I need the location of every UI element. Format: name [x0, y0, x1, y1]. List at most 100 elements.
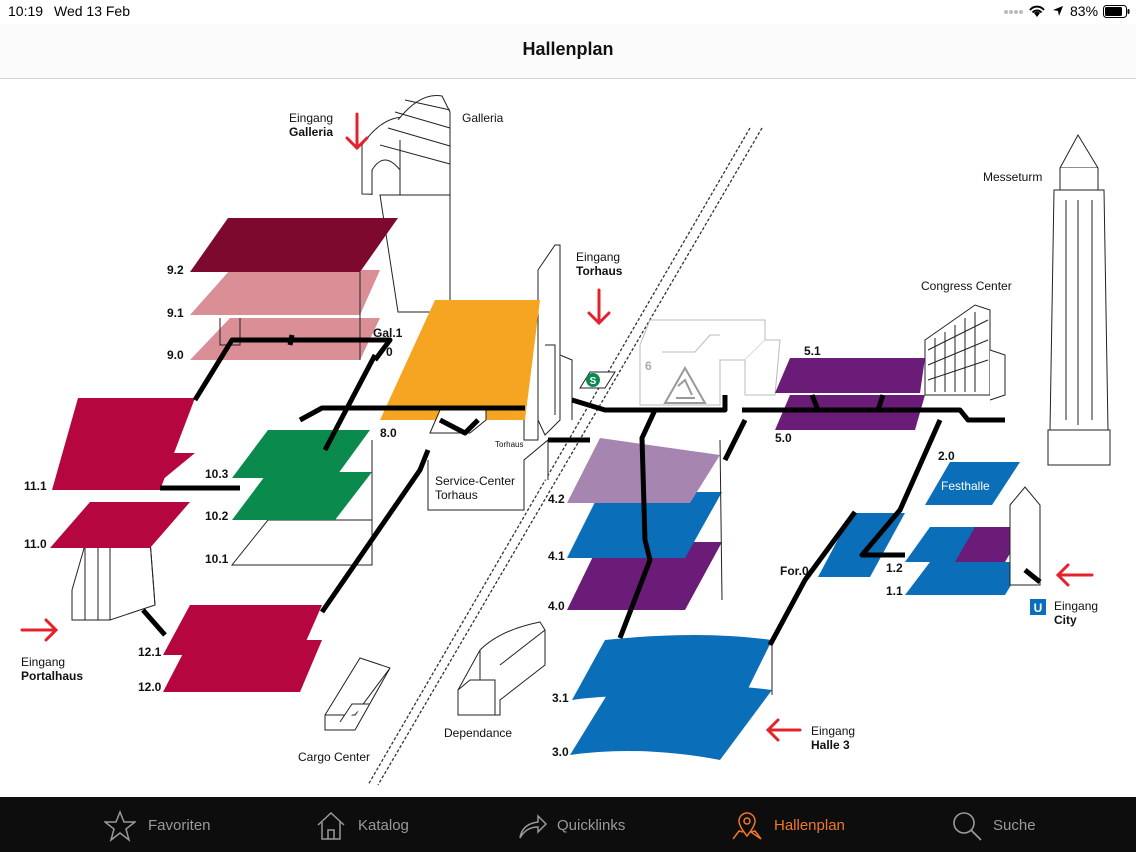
arrow-right-icon	[20, 618, 59, 642]
tab-label: Hallenplan	[774, 817, 845, 834]
label-9-0: 9.0	[167, 348, 184, 362]
label-gal-1: Gal.1	[373, 326, 403, 340]
label-festhalle: Festhalle	[941, 479, 990, 493]
messeturm-building[interactable]	[1047, 133, 1111, 466]
label-2-0: 2.0	[938, 449, 955, 463]
sbahn-icon: S	[590, 376, 597, 387]
arrow-down-icon	[587, 288, 611, 326]
navigation-bar: Hallenplan	[0, 24, 1136, 79]
arrow-left-icon	[1055, 563, 1094, 587]
label-cargo-center: Cargo Center	[298, 750, 370, 764]
signal-dots-icon	[1004, 10, 1023, 14]
label-4-2: 4.2	[548, 492, 565, 506]
map-pin-icon	[732, 812, 762, 840]
ubahn-station[interactable]: U	[1030, 599, 1046, 615]
hall-5[interactable]	[775, 358, 925, 430]
location-arrow-icon	[1053, 6, 1063, 16]
cargo-center-building[interactable]	[324, 657, 391, 731]
label-galleria: Galleria	[462, 111, 504, 125]
label-8-0: 8.0	[380, 426, 397, 440]
label-3-1: 3.1	[552, 691, 569, 705]
construction-icon	[663, 365, 707, 404]
status-date: Wed 13 Feb	[54, 3, 131, 19]
label-12-1: 12.1	[138, 645, 162, 659]
label-12-0: 12.0	[138, 680, 162, 694]
hall-10[interactable]	[230, 430, 373, 566]
ubahn-icon: U	[1034, 601, 1043, 615]
tab-favoriten[interactable]: Favoriten	[104, 797, 304, 852]
tab-label: Quicklinks	[557, 817, 626, 834]
festhalle-hall[interactable]	[925, 462, 1020, 505]
hall-3[interactable]	[570, 635, 773, 760]
house-icon	[317, 811, 345, 840]
label-eingang-portalhaus: Eingang	[21, 655, 65, 669]
search-icon	[953, 812, 982, 841]
label-eingang-galleria: Eingang	[289, 111, 333, 125]
label-halle3-entrance: Halle 3	[811, 738, 850, 752]
label-5-1: 5.1	[804, 344, 821, 358]
label-torhaus-entrance: Torhaus	[576, 264, 623, 278]
label-messeturm: Messeturm	[983, 170, 1042, 184]
battery-icon	[1103, 5, 1130, 18]
hall-1[interactable]	[905, 527, 1025, 595]
tab-label: Katalog	[358, 817, 409, 834]
tab-label: Suche	[993, 817, 1036, 834]
portalhaus-building[interactable]	[71, 539, 156, 621]
tab-label: Favoriten	[148, 817, 211, 834]
walkways	[141, 334, 1042, 647]
label-1-1: 1.1	[886, 584, 903, 598]
label-gal-0: 0	[386, 345, 393, 359]
hall-labels: 9.2 9.1 9.0 Gal.1 0 8.0 11.1 11.0 10.3 1…	[24, 263, 990, 759]
label-11-1: 11.1	[24, 479, 47, 493]
label-congress-center: Congress Center	[921, 279, 1012, 293]
label-eingang-halle3: Eingang	[811, 724, 855, 738]
tab-katalog[interactable]: Katalog	[315, 797, 515, 852]
label-10-2: 10.2	[205, 509, 229, 523]
label-eingang-city: Eingang	[1054, 599, 1098, 613]
dependance-building[interactable]	[457, 621, 546, 716]
label-forum-0: For.0	[780, 564, 809, 578]
label-5-0: 5.0	[775, 431, 792, 445]
label-service-torhaus: Torhaus	[435, 488, 478, 502]
congress-center-building[interactable]	[924, 304, 1006, 401]
label-4-1: 4.1	[548, 549, 565, 563]
label-10-3: 10.3	[205, 467, 229, 481]
label-galleria-entrance: Galleria	[289, 125, 333, 139]
label-9-2: 9.2	[167, 263, 184, 277]
label-4-0: 4.0	[548, 599, 565, 613]
label-portalhaus-entrance: Portalhaus	[21, 669, 83, 683]
arrow-down-icon	[345, 112, 369, 151]
status-bar: 10:19 Wed 13 Feb 83%	[0, 0, 1136, 24]
label-3-0: 3.0	[552, 745, 569, 759]
entrance-labels: Eingang Galleria Eingang Torhaus Eingang…	[21, 111, 1098, 752]
page-title: Hallenplan	[522, 39, 614, 59]
railway-tracks	[367, 127, 763, 786]
hall-12[interactable]	[163, 605, 322, 692]
tab-quicklinks[interactable]: Quicklinks	[516, 797, 716, 852]
tab-suche[interactable]: Suche	[951, 797, 1136, 852]
hall-6[interactable]	[639, 319, 781, 406]
label-10-1: 10.1	[205, 552, 229, 566]
entrance-arrows	[20, 112, 1094, 742]
tab-bar: Favoriten Katalog Quicklinks Hallenplan …	[0, 797, 1136, 852]
wifi-icon	[1029, 5, 1045, 17]
label-6: 6	[645, 359, 652, 373]
label-9-1: 9.1	[167, 306, 184, 320]
tab-hallenplan[interactable]: Hallenplan	[731, 797, 931, 852]
share-arrow-icon	[519, 814, 548, 839]
label-11-0: 11.0	[24, 537, 47, 551]
hall-map[interactable]: S U 9.2 9.1 9.0 Gal.1 0 8.0 11.1 11.0 10…	[0, 79, 1136, 797]
label-torhaus: Torhaus	[495, 440, 523, 449]
label-city-entrance: City	[1054, 613, 1077, 627]
sbahn-station[interactable]: S	[579, 371, 616, 389]
battery-percent: 83%	[1070, 3, 1099, 19]
hall-8[interactable]	[380, 300, 540, 420]
arrow-left-icon	[765, 718, 802, 742]
city-building[interactable]	[1009, 486, 1041, 586]
hall-11[interactable]	[50, 398, 195, 548]
label-dependance: Dependance	[444, 726, 512, 740]
star-icon	[104, 810, 136, 842]
place-labels: Galleria Messeturm Congress Center Torha…	[298, 111, 1042, 764]
label-1-2: 1.2	[886, 561, 903, 575]
torhaus-building[interactable]	[523, 244, 573, 441]
